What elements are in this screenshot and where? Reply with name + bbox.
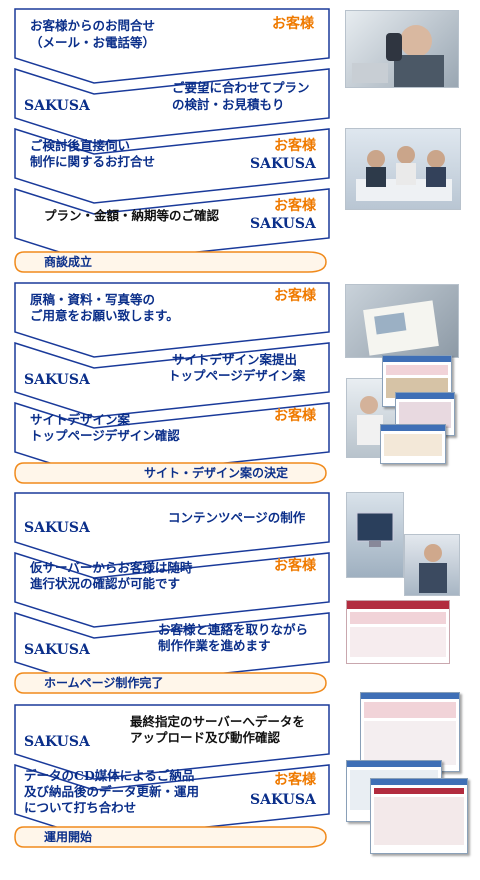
step-upload-line1: 最終指定のサーバーへデータを xyxy=(130,714,305,729)
role-label-sakusa: SAKUSA xyxy=(24,734,90,750)
role-label-sakusa: SAKUSA xyxy=(24,98,90,114)
step-delivery-line3: について打ち合わせ xyxy=(24,800,137,815)
step-content-pages-line1: コンテンツページの制作 xyxy=(168,510,306,525)
role-label-customer: お客様 xyxy=(274,198,316,214)
meeting-photo xyxy=(345,128,461,210)
step-arrow-shape xyxy=(14,704,330,780)
role-label-sakusa: SAKUSA xyxy=(24,520,90,536)
step-test-server-line1: 仮サーバーからお客様は随時 xyxy=(30,560,193,575)
milestone-label: 商談成立 xyxy=(44,255,93,269)
website-screenshot-2 xyxy=(360,692,460,772)
role-label-customer: お客様 xyxy=(272,16,314,32)
milestone-label: 運用開始 xyxy=(44,830,93,844)
step-estimate-line2: の検討・お見積もり xyxy=(172,97,285,112)
flow-step-design-proposal: サイトデザイン案提出 トップページデザイン案 SAKUSA xyxy=(14,341,330,418)
step-production-line2: 制作作業を進めます xyxy=(158,638,271,653)
role-label-sakusa: SAKUSA xyxy=(24,372,90,388)
role-label-sakusa: SAKUSA xyxy=(250,792,316,808)
documents-icon xyxy=(363,300,439,356)
step-arrow-shape xyxy=(14,401,330,478)
step-upload-line2: アップロード及び動作確認 xyxy=(130,730,281,745)
person-icon xyxy=(419,544,447,593)
step-design-proposal-line2: トップページデザイン案 xyxy=(168,368,306,383)
step-inquiry-line1: お客様からのお問合せ xyxy=(30,18,156,33)
flow-step-design-confirm: サイトデザイン案 トップページデザイン確認 お客様 xyxy=(14,401,330,478)
step-production-line1: お客様と連絡を取りながら xyxy=(158,622,309,637)
step-delivery-line1: データのCD媒体によるご納品 xyxy=(24,768,195,783)
milestone-design-decided: サイト・デザイン案の決定 xyxy=(14,462,328,484)
flow-step-meeting: ご検討後直接伺い 制作に関するお打合せ お客様 SAKUSA xyxy=(14,127,330,204)
flow-step-confirm-plan: プラン・金額・納期等のご確認 お客様 SAKUSA xyxy=(14,187,330,264)
step-design-confirm-line1: サイトデザイン案 xyxy=(30,412,131,427)
step-arrow-shape xyxy=(14,492,330,568)
step-design-proposal-line1: サイトデザイン案提出 xyxy=(172,352,298,367)
website-screenshot-1 xyxy=(346,600,450,664)
role-label-customer: お客様 xyxy=(274,288,316,304)
step-arrow-shape xyxy=(14,611,330,688)
step-meeting-line2: 制作に関するお打合せ xyxy=(30,154,156,169)
step-arrow-shape xyxy=(14,67,330,144)
person-on-phone-icon xyxy=(352,25,444,89)
milestone-bar-shape xyxy=(14,826,327,848)
computer-work-photo xyxy=(346,492,404,578)
person-at-desk-icon xyxy=(357,396,383,445)
step-arrow-shape xyxy=(14,341,330,418)
role-label-sakusa: SAKUSA xyxy=(250,156,316,172)
step-arrow-shape xyxy=(14,551,330,628)
milestone-operation-start: 運用開始 xyxy=(14,826,328,848)
step-meeting-line1: ご検討後直接伺い xyxy=(30,138,131,153)
flow-step-upload: 最終指定のサーバーへデータを アップロード及び動作確認 SAKUSA xyxy=(14,704,330,780)
phone-call-photo xyxy=(345,10,459,89)
design-mockup-window-3 xyxy=(380,424,446,464)
business-meeting-icon xyxy=(356,146,452,201)
milestone-bar-shape xyxy=(14,462,327,484)
milestone-bar-shape xyxy=(14,251,327,273)
website-screenshot-4 xyxy=(370,778,468,854)
step-arrow-shape xyxy=(14,763,330,840)
step-delivery-line2: 及び納品後のデータ更新・運用 xyxy=(24,784,200,799)
step-test-server-line2: 進行状況の確認が可能です xyxy=(30,576,181,591)
flow-step-test-server: 仮サーバーからお客様は随時 進行状況の確認が可能です お客様 xyxy=(14,551,330,628)
step-estimate-line1: ご要望に合わせてプラン xyxy=(172,80,310,95)
computer-monitor-icon xyxy=(356,512,394,547)
step-arrow-shape xyxy=(14,282,330,358)
flow-step-estimate: ご要望に合わせてプラン の検討・お見積もり SAKUSA xyxy=(14,67,330,144)
flow-step-production: お客様と連絡を取りながら 制作作業を進めます SAKUSA xyxy=(14,611,330,688)
milestone-bar-shape xyxy=(14,672,327,694)
business-person-photo xyxy=(404,534,460,596)
step-design-confirm-line2: トップページデザイン確認 xyxy=(30,428,180,443)
role-label-sakusa: SAKUSA xyxy=(24,642,90,658)
role-label-customer: お客様 xyxy=(274,138,316,154)
step-arrow-shape xyxy=(14,127,330,204)
role-label-customer: お客様 xyxy=(274,408,316,424)
milestone-label: サイト・デザイン案の決定 xyxy=(144,466,289,480)
step-inquiry-line2: （メール・お電話等） xyxy=(30,35,156,50)
role-label-customer: お客様 xyxy=(274,558,316,574)
milestone-deal-closed: 商談成立 xyxy=(14,251,328,273)
milestone-site-complete: ホームページ制作完了 xyxy=(14,672,328,694)
role-label-sakusa: SAKUSA xyxy=(250,216,316,232)
step-confirm-plan-line1: プラン・金額・納期等のご確認 xyxy=(44,208,220,223)
step-arrow-shape xyxy=(14,187,330,264)
documents-photo xyxy=(345,284,459,358)
flow-step-delivery: データのCD媒体によるご納品 及び納品後のデータ更新・運用 について打ち合わせ … xyxy=(14,763,330,840)
step-materials-line1: 原稿・資料・写真等の xyxy=(30,292,156,307)
flow-step-inquiry: お客様からのお問合せ （メール・お電話等） お客様 xyxy=(14,8,330,84)
role-label-customer: お客様 xyxy=(274,772,316,788)
flow-step-content-pages: コンテンツページの制作 SAKUSA xyxy=(14,492,330,568)
milestone-label: ホームページ制作完了 xyxy=(44,676,164,690)
step-arrow-shape xyxy=(14,8,330,84)
step-materials-line2: ご用意をお願い致します。 xyxy=(30,308,179,323)
flow-step-materials: 原稿・資料・写真等の ご用意をお願い致します。 お客様 xyxy=(14,282,330,358)
